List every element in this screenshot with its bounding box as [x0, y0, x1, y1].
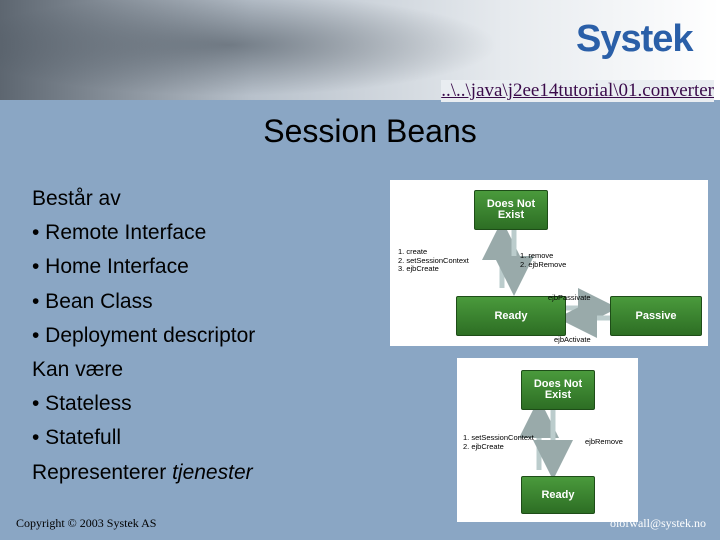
remove-label: ejbRemove [585, 437, 623, 446]
state-passive: Passive [610, 296, 702, 336]
tutorial-path-link[interactable]: ..\..\java\j2ee14tutorial\01.converter [441, 80, 714, 102]
step-text: 2. setSessionContext [398, 255, 469, 265]
list-item-representerer: Representerer tjenester [32, 456, 255, 490]
author-email: olofwall@systek.no [609, 516, 706, 530]
stateful-lifecycle-diagram: Does Not Exist Ready Passive 1. create 2… [390, 180, 708, 346]
state-label: Does Not Exist [486, 198, 536, 221]
create-steps-label: 1. setSessionContext 2. ejbCreate [463, 433, 534, 451]
stateful-arrows [482, 220, 618, 338]
step-text: 2. ejbRemove [520, 259, 567, 269]
step-text: 1. remove [520, 251, 554, 260]
slide-title: Session Beans [263, 113, 477, 149]
copyright-text: Copyright © 2003 Systek AS [16, 516, 157, 530]
list-item: • Stateless [32, 392, 132, 416]
list-item: • Statefull [32, 426, 122, 450]
header-photo [0, 0, 520, 100]
list-item-text: Representerer [32, 460, 173, 484]
stateless-arrows [519, 398, 573, 480]
list-item: • Remote Interface [32, 221, 207, 245]
systek-logo: Systek [576, 18, 694, 60]
passivate-label: ejbPassivate [548, 293, 591, 302]
list-item: Kan være [32, 358, 124, 382]
step-text: 1. setSessionContext [463, 433, 534, 442]
state-ready: Ready [521, 476, 595, 514]
state-does-not-exist: Does Not Exist [474, 190, 548, 230]
step-text: 3. ejbCreate [398, 264, 439, 273]
header-banner: Systek ..\..\java\j2ee14tutorial\01.conv… [0, 0, 720, 102]
list-item: Består av [32, 187, 121, 210]
bullet-list: Består av • Remote Interface • Home Inte… [32, 182, 255, 490]
state-label: Ready [494, 309, 528, 322]
list-item: • Home Interface [32, 255, 189, 279]
step-text: 2. ejbCreate [463, 441, 504, 451]
step-text: 1. create [398, 247, 428, 256]
create-steps-label: 1. create 2. setSessionContext 3. ejbCre… [398, 247, 469, 274]
state-ready: Ready [456, 296, 566, 336]
list-item-emphasis: tjenester [172, 460, 253, 484]
state-label: Passive [635, 309, 677, 322]
remove-steps-label: 1. remove 2. ejbRemove [520, 251, 567, 269]
state-does-not-exist: Does Not Exist [521, 370, 595, 410]
list-item: • Deployment descriptor [32, 323, 256, 347]
stateless-lifecycle-diagram: Does Not Exist Ready 1. setSessionContex… [457, 358, 638, 522]
state-label: Ready [541, 488, 575, 501]
state-label: Does Not Exist [533, 378, 583, 401]
list-item: • Bean Class [32, 289, 153, 313]
activate-label: ejbActivate [554, 335, 591, 344]
